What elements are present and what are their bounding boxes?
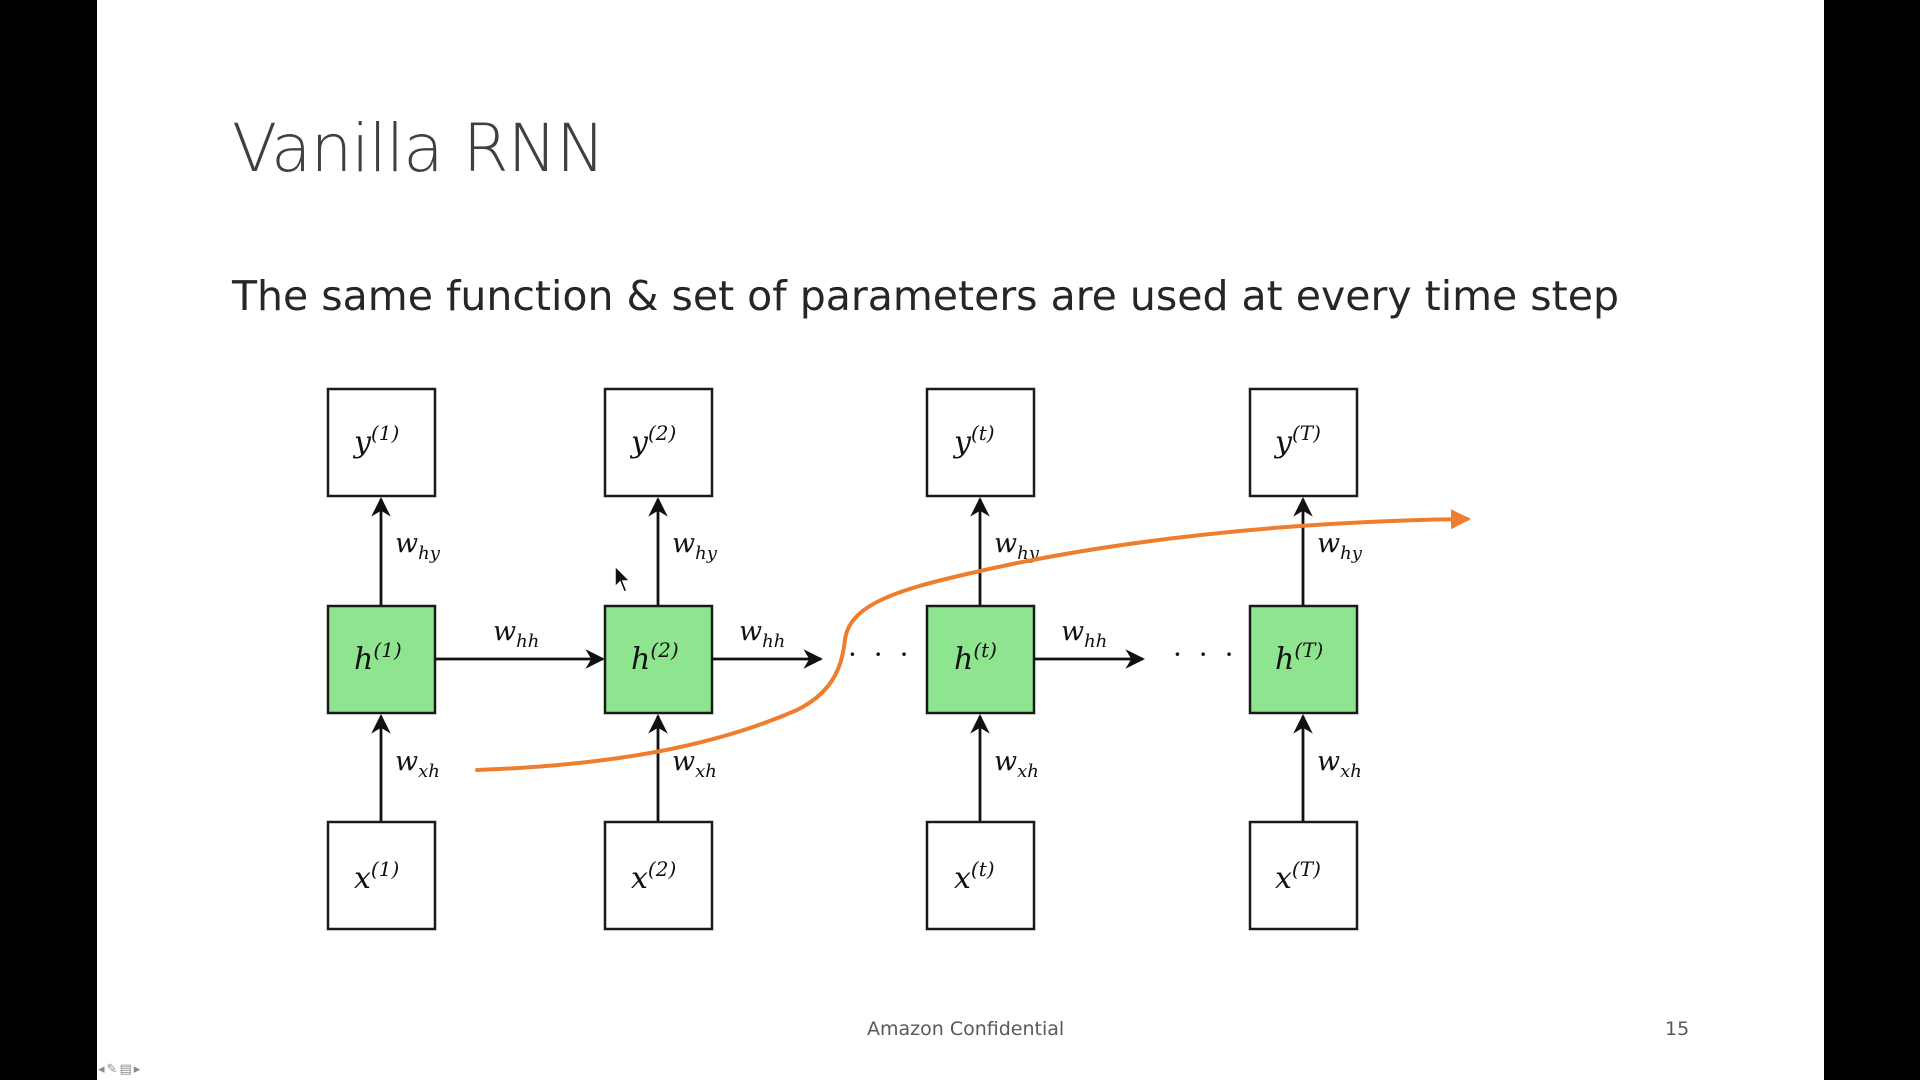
svg-text:wxh: wxh <box>994 746 1039 782</box>
mouse-cursor-icon <box>614 565 632 593</box>
hidden-label-1: h <box>354 642 373 677</box>
annotation-stroke <box>475 509 1471 772</box>
input-node-t <box>925 820 1036 931</box>
input-label-T: x <box>1275 861 1292 896</box>
svg-text:why: why <box>1317 528 1363 564</box>
weight-hy-label-t: w <box>994 528 1017 559</box>
svg-text:x(2): x(2) <box>631 857 676 896</box>
input-step-T: (T) <box>1292 857 1321 881</box>
svg-text:h(T): h(T) <box>1275 638 1323 677</box>
svg-text:h(2): h(2) <box>631 638 679 677</box>
svg-text:x(1): x(1) <box>354 857 399 896</box>
rnn-diagram: y(1) why h(1) wxh x(1) whh y(2) why h(2)… <box>326 387 1471 931</box>
svg-text:wxh: wxh <box>395 746 440 782</box>
hidden-node-t <box>925 604 1036 715</box>
input-label-t: x <box>954 861 971 896</box>
input-step-t: (t) <box>971 857 995 881</box>
hidden-step-1: (1) <box>373 638 401 662</box>
hidden-node-T <box>1248 604 1359 715</box>
input-node-1 <box>326 820 437 931</box>
weight-hy-label-1: w <box>395 528 418 559</box>
weight-hy-label-T: w <box>1317 528 1340 559</box>
arrow-left-icon[interactable]: ◂ <box>98 1062 105 1077</box>
svg-text:y(t): y(t) <box>952 421 995 460</box>
svg-text:h(1): h(1) <box>354 638 402 677</box>
svg-text:x(t): x(t) <box>954 857 995 896</box>
output-node-t <box>925 387 1036 498</box>
pen-icon[interactable]: ✎ <box>106 1062 118 1077</box>
column-T: y(T) why h(T) wxh x(T) <box>1248 387 1363 931</box>
svg-text:h(t): h(t) <box>954 638 997 677</box>
input-step-2: (2) <box>648 857 676 881</box>
output-node-1 <box>326 387 437 498</box>
input-step-1: (1) <box>371 857 399 881</box>
weight-hh-sub-3: hh <box>1084 631 1107 652</box>
weight-hy-sub-T: hy <box>1340 543 1363 564</box>
svg-text:y(1): y(1) <box>352 421 399 460</box>
menu-icon[interactable]: ▤ <box>119 1062 132 1077</box>
weight-xh-sub-T: xh <box>1340 761 1362 782</box>
hidden-label-2: h <box>631 642 650 677</box>
weight-hh-sub-2: hh <box>762 631 785 652</box>
page-number: 15 <box>1665 1018 1690 1040</box>
weight-hh-label-1: w <box>493 616 516 647</box>
hidden-node-1 <box>326 604 437 715</box>
slide: Vanilla RNN The same function & set of p… <box>97 0 1824 1080</box>
output-node-T <box>1248 387 1359 498</box>
svg-text:y(2): y(2) <box>629 421 676 460</box>
weight-hy-label-2: w <box>672 528 695 559</box>
weight-hh-sub-1: hh <box>516 631 539 652</box>
ellipsis-2: · · · <box>1173 638 1238 671</box>
weight-hy-sub-1: hy <box>418 543 441 564</box>
weight-xh-label-T: w <box>1317 746 1340 777</box>
slideshow-controls: ◂ ✎ ▤ ▸ <box>98 1062 140 1078</box>
weight-hy-sub-2: hy <box>695 543 718 564</box>
weight-hh-label-3: w <box>1061 616 1084 647</box>
input-node-2 <box>603 820 714 931</box>
input-label-1: x <box>354 861 371 896</box>
column-t: y(t) why h(t) wxh x(t) <box>925 387 1040 931</box>
hidden-label-T: h <box>1275 642 1294 677</box>
svg-text:whh: whh <box>739 616 785 652</box>
weight-hh-label-2: w <box>739 616 762 647</box>
output-label-1: y <box>352 425 372 460</box>
slide-title: Vanilla RNN <box>232 110 605 187</box>
output-step-t: (t) <box>971 421 995 445</box>
column-1: y(1) why h(1) wxh x(1) <box>326 387 441 931</box>
svg-text:whh: whh <box>1061 616 1107 652</box>
arrow-right-icon[interactable]: ▸ <box>133 1062 141 1077</box>
output-label-t: y <box>952 425 972 460</box>
hidden-step-t: (t) <box>973 638 997 662</box>
svg-text:y(T): y(T) <box>1273 421 1321 460</box>
output-step-2: (2) <box>648 421 676 445</box>
output-step-1: (1) <box>371 421 399 445</box>
weight-xh-label-t: w <box>994 746 1017 777</box>
input-node-T <box>1248 820 1359 931</box>
column-2: y(2) why h(2) wxh x(2) <box>603 387 718 931</box>
svg-text:why: why <box>672 528 718 564</box>
svg-text:x(T): x(T) <box>1275 857 1321 896</box>
weight-xh-label-2: w <box>672 746 695 777</box>
footer-confidential: Amazon Confidential <box>867 1018 1065 1040</box>
output-label-2: y <box>629 425 649 460</box>
svg-text:wxh: wxh <box>1317 746 1362 782</box>
svg-text:wxh: wxh <box>672 746 717 782</box>
output-step-T: (T) <box>1292 421 1321 445</box>
svg-text:whh: whh <box>493 616 539 652</box>
ellipsis-1: · · · <box>848 638 913 671</box>
hidden-label-t: h <box>954 642 973 677</box>
input-label-2: x <box>631 861 648 896</box>
weight-xh-sub-1: xh <box>418 761 440 782</box>
slide-subtitle: The same function & set of parameters ar… <box>232 272 1619 320</box>
weight-xh-label-1: w <box>395 746 418 777</box>
weight-xh-sub-t: xh <box>1017 761 1039 782</box>
hidden-step-T: (T) <box>1294 638 1323 662</box>
svg-text:why: why <box>395 528 441 564</box>
output-node-2 <box>603 387 714 498</box>
weight-xh-sub-2: xh <box>695 761 717 782</box>
output-label-T: y <box>1273 425 1293 460</box>
hidden-step-2: (2) <box>650 638 678 662</box>
